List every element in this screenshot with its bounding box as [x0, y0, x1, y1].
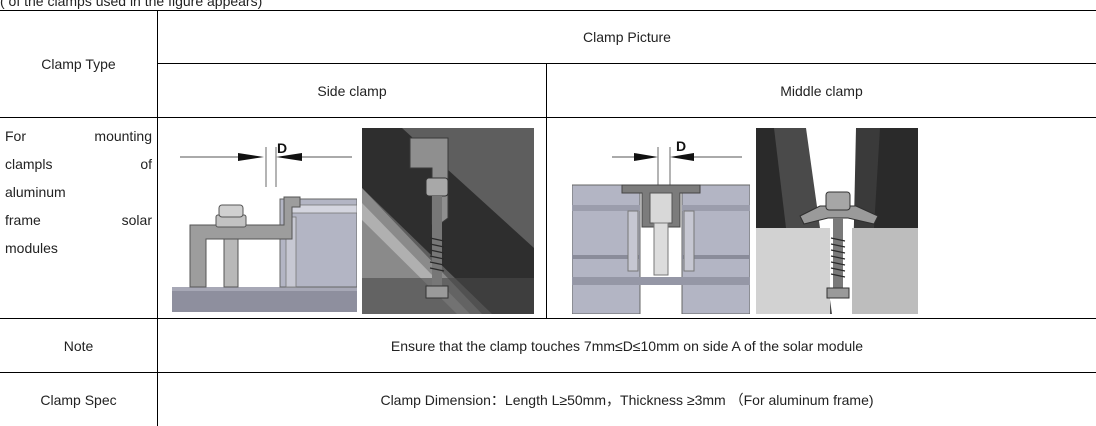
middle-dim-label: D: [676, 138, 686, 154]
rule-top: [0, 10, 1096, 11]
row-mounting-line-2: clampls of: [5, 156, 152, 172]
middle-clamp-photo: [756, 128, 918, 314]
rule-note-bottom: [0, 372, 1096, 373]
rule-header-bottom: [0, 117, 1096, 118]
row-mounting-line-1: For mounting: [5, 128, 152, 144]
row-mounting-line-4: frame solar: [5, 212, 152, 228]
note-text: Ensure that the clamp touches 7mm≤D≤10mm…: [390, 337, 864, 354]
rule-col-1: [157, 10, 158, 426]
side-dim-label: D: [277, 140, 287, 156]
spec-label: Clamp Spec: [40, 391, 117, 408]
rule-col-2: [546, 63, 547, 318]
side-clamp-photo: [362, 128, 534, 314]
rule-row1-bottom: [0, 318, 1096, 319]
header-middle-clamp: Middle clamp: [780, 82, 863, 99]
rule-sub-header: [157, 63, 1096, 64]
row-mounting-line-3: aluminum: [5, 184, 66, 200]
header-side-clamp: Side clamp: [317, 82, 387, 99]
caption-text: ( of the clamps used in the figure appea…: [0, 0, 263, 9]
spec-text: Clamp Dimension：Length L≥50mm，Thickness …: [380, 391, 874, 408]
header-clamp-picture: Clamp Picture: [583, 28, 671, 45]
header-clamp-type: Clamp Type: [41, 55, 116, 72]
middle-clamp-diagram: D: [572, 138, 750, 314]
note-label: Note: [63, 337, 94, 354]
row-mounting-label: For mounting clampls of aluminum frame s…: [0, 122, 156, 383]
side-clamp-diagram: D: [172, 140, 357, 312]
row-mounting-line-5: modules: [5, 240, 58, 256]
clamp-spec-table: Clamp Type Clamp Picture Side clamp Midd…: [0, 10, 1096, 426]
